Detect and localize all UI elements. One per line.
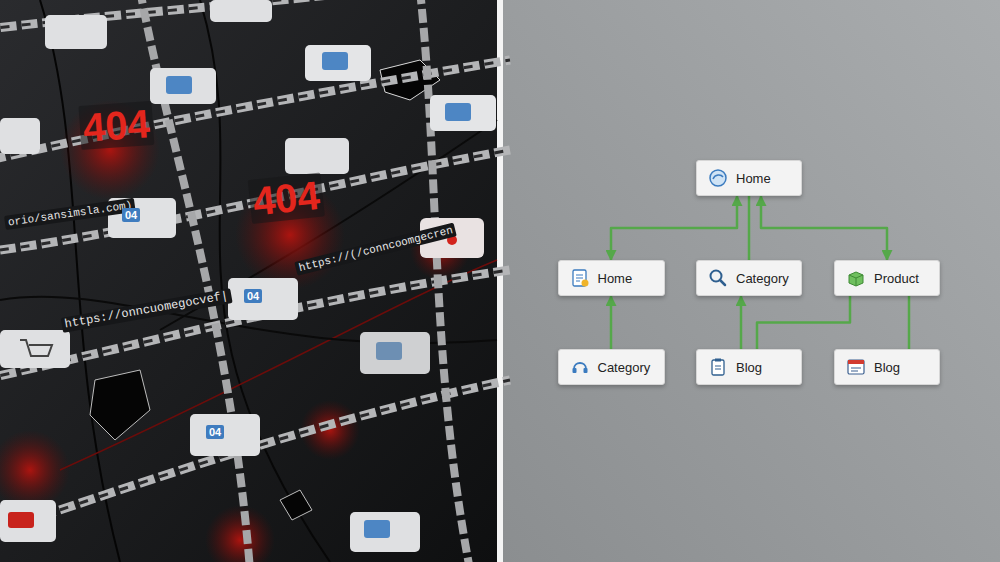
tile-icon — [8, 512, 34, 528]
icon-part — [851, 368, 861, 371]
node-label: Home — [598, 271, 633, 286]
broken-url: https://(/conncoomgecren — [294, 222, 457, 275]
sitemap-node: Blog — [834, 349, 940, 385]
link-connector — [748, 196, 751, 260]
link-tile — [285, 138, 349, 174]
red-splatter — [205, 505, 275, 562]
link-tile — [210, 0, 272, 22]
tile-number: 04 — [206, 425, 224, 439]
red-splatter — [60, 100, 160, 200]
icon-part — [583, 368, 587, 373]
link-tile — [0, 330, 70, 368]
node-icon — [708, 268, 728, 288]
link-tile — [150, 68, 216, 104]
icon-part — [848, 360, 864, 374]
node-icon — [846, 268, 866, 288]
link-connector — [757, 296, 850, 349]
link-tile — [0, 500, 56, 542]
icon-part — [581, 280, 588, 287]
link-tile — [360, 332, 430, 374]
cart-icon — [20, 340, 52, 356]
sitemap-node: Product — [834, 260, 940, 296]
sitemap-node: Home — [696, 160, 802, 196]
link-tile — [0, 118, 40, 154]
broken-hole — [90, 370, 150, 440]
chain — [0, 270, 510, 380]
sitemap-node: Category — [696, 260, 802, 296]
node-icon — [570, 357, 590, 377]
node-icon — [570, 268, 590, 288]
link-tile — [45, 15, 107, 49]
link-tile — [228, 278, 298, 320]
tile-icon — [166, 76, 192, 94]
node-label: Product — [874, 271, 919, 286]
error-code: 404 — [78, 101, 154, 150]
icon-part — [715, 359, 721, 362]
chain — [0, 380, 510, 530]
grey-panel — [503, 0, 1000, 562]
link-tile — [305, 45, 371, 81]
icon-part — [712, 360, 724, 375]
divider — [497, 0, 503, 562]
sitemap-node: Blog — [696, 349, 802, 385]
link-connector — [611, 196, 737, 260]
sitemap-node: Home — [558, 260, 665, 296]
icon-part — [576, 275, 583, 281]
tile-number: 04 — [122, 208, 140, 222]
icon-part — [720, 280, 725, 285]
link-connector — [610, 296, 613, 349]
link-tile — [190, 414, 260, 456]
tile-icon — [322, 52, 348, 70]
link-connector — [740, 296, 743, 349]
node-label: Category — [736, 271, 789, 286]
broken-url: https://onncuomegocvef| — [61, 288, 233, 333]
node-icon — [708, 168, 728, 188]
tile-icon — [364, 520, 390, 538]
node-label: Blog — [874, 360, 900, 375]
red-splatter — [0, 430, 70, 510]
chain — [420, 0, 470, 562]
tile-number: 04 — [244, 289, 262, 303]
sitemap-node: Category — [558, 349, 665, 385]
link-tile — [350, 512, 420, 552]
error-code: 404 — [248, 173, 325, 224]
node-icon — [846, 357, 866, 377]
icon-part — [572, 368, 576, 373]
icon-part — [710, 170, 726, 186]
node-icon — [708, 357, 728, 377]
broken-url: orio/sansimsla.com) — [4, 198, 136, 230]
tile-icon — [376, 342, 402, 360]
icon-part — [715, 366, 721, 369]
cable — [60, 260, 497, 470]
link-connector — [908, 296, 911, 349]
node-label: Blog — [736, 360, 762, 375]
icon-part — [849, 275, 863, 286]
icon-part — [849, 272, 863, 286]
chain — [0, 270, 510, 380]
icon-part — [848, 360, 864, 364]
link-connector — [761, 196, 887, 260]
node-label: Home — [736, 171, 771, 186]
broken-hole — [280, 490, 312, 520]
icon-part — [713, 175, 723, 179]
tile-icon — [445, 103, 471, 121]
chain — [0, 380, 510, 530]
link-tile — [430, 95, 496, 131]
node-label: Category — [598, 360, 651, 375]
